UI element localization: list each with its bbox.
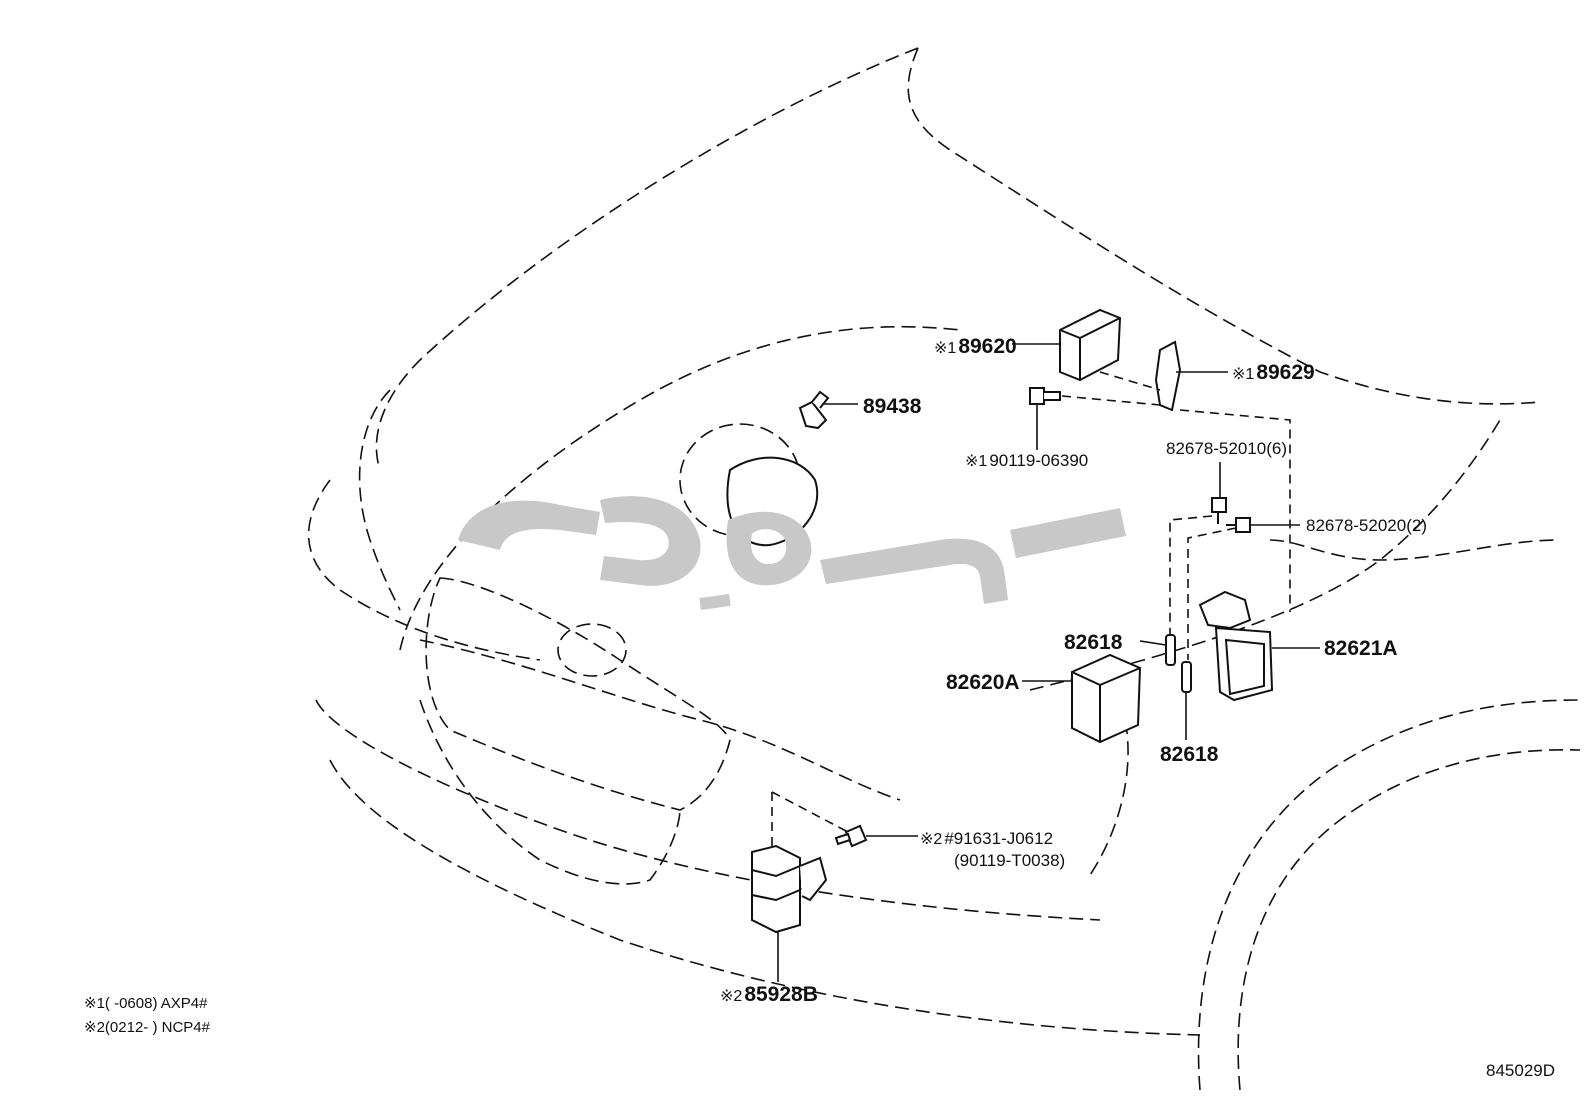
footnote-1: ※1( -0608) AXP4# [84,996,207,1011]
lower-grille-outline [419,699,681,885]
hood-front-line [419,639,901,801]
bumper-mid-line [315,699,1101,921]
note-mark: ※1 [1232,366,1255,383]
footnote-text: ( -0608) AXP4# [104,995,208,1012]
part-code: 82621A [1324,637,1398,660]
part-89629-drawing [1154,340,1228,412]
part-89620-drawing [1012,308,1122,382]
fender-arch [1197,699,1581,1091]
headlamp-outline [307,479,541,661]
emblem-outline [557,623,627,677]
watermark-logo [458,496,1126,611]
label-91631: ※2#91631-J0612 [920,830,1053,848]
label-82678-52010: 82678-52010(6) [1166,440,1287,457]
label-89438: 89438 [863,396,921,417]
bumper-lower-line [329,759,1201,1036]
label-82618-upper: 82618 [1064,632,1122,653]
label-89620: ※189620 [934,336,1017,357]
headlamp-inner [358,389,401,611]
part-91631-drawing [771,791,918,850]
footnote-mark: ※2 [84,1019,105,1036]
fender-line-right [1029,419,1501,691]
footnote-text: (0212- ) NCP4# [104,1019,210,1036]
part-code: 90119-06390 [989,451,1089,470]
fender-arch-inner [1237,748,1581,1091]
part-code: 82678-52020(2) [1306,516,1427,535]
label-82620A: 82620A [946,672,1020,693]
part-code: 89629 [1256,361,1315,384]
label-82618-lower: 82618 [1160,744,1218,765]
label-82621A: 82621A [1324,638,1398,659]
footnote-mark: ※1 [84,995,105,1012]
hood-left-edge [375,47,919,471]
label-82678-52020: 82678-52020(2) [1306,517,1427,534]
part-90119-06390-drawing [1029,371,1161,450]
alt-part-code: (90119-T0038) [954,851,1066,870]
part-82620A-drawing [1022,653,1142,744]
part-89438-drawing [798,390,858,430]
footnote-2: ※2(0212- ) NCP4# [84,1020,210,1035]
part-code: 82618 [1064,631,1123,654]
hood-crease-outer [399,325,961,651]
part-code: #91631-J0612 [944,829,1054,848]
note-mark: ※1 [965,453,988,470]
note-mark: ※1 [934,340,957,357]
inner-panel-right [1269,539,1561,561]
part-code: 82620A [946,671,1020,694]
part-code: 82678-52010(6) [1166,439,1287,458]
note-mark: ※2 [720,988,743,1005]
grille-outline [425,577,731,811]
hood-top-edge [907,47,1541,405]
label-89629: ※189629 [1232,362,1315,383]
part-code: 85928B [744,983,818,1006]
part-code: 89620 [958,335,1017,358]
part-code: 89438 [863,395,922,418]
note-mark: ※2 [920,831,943,848]
label-85928B: ※285928B [720,984,818,1005]
vehicle-body-outline [307,47,1581,1091]
part-85928B-drawing [751,844,828,982]
part-code: 82618 [1160,743,1219,766]
diagram-reference-code: 845029D [1486,1061,1556,1080]
bolts-82678-drawing [1169,409,1300,660]
clips-82618-drawing [1139,634,1192,740]
label-90119-T0038: (90119-T0038) [954,852,1065,869]
part-82621A-drawing [1198,590,1320,702]
